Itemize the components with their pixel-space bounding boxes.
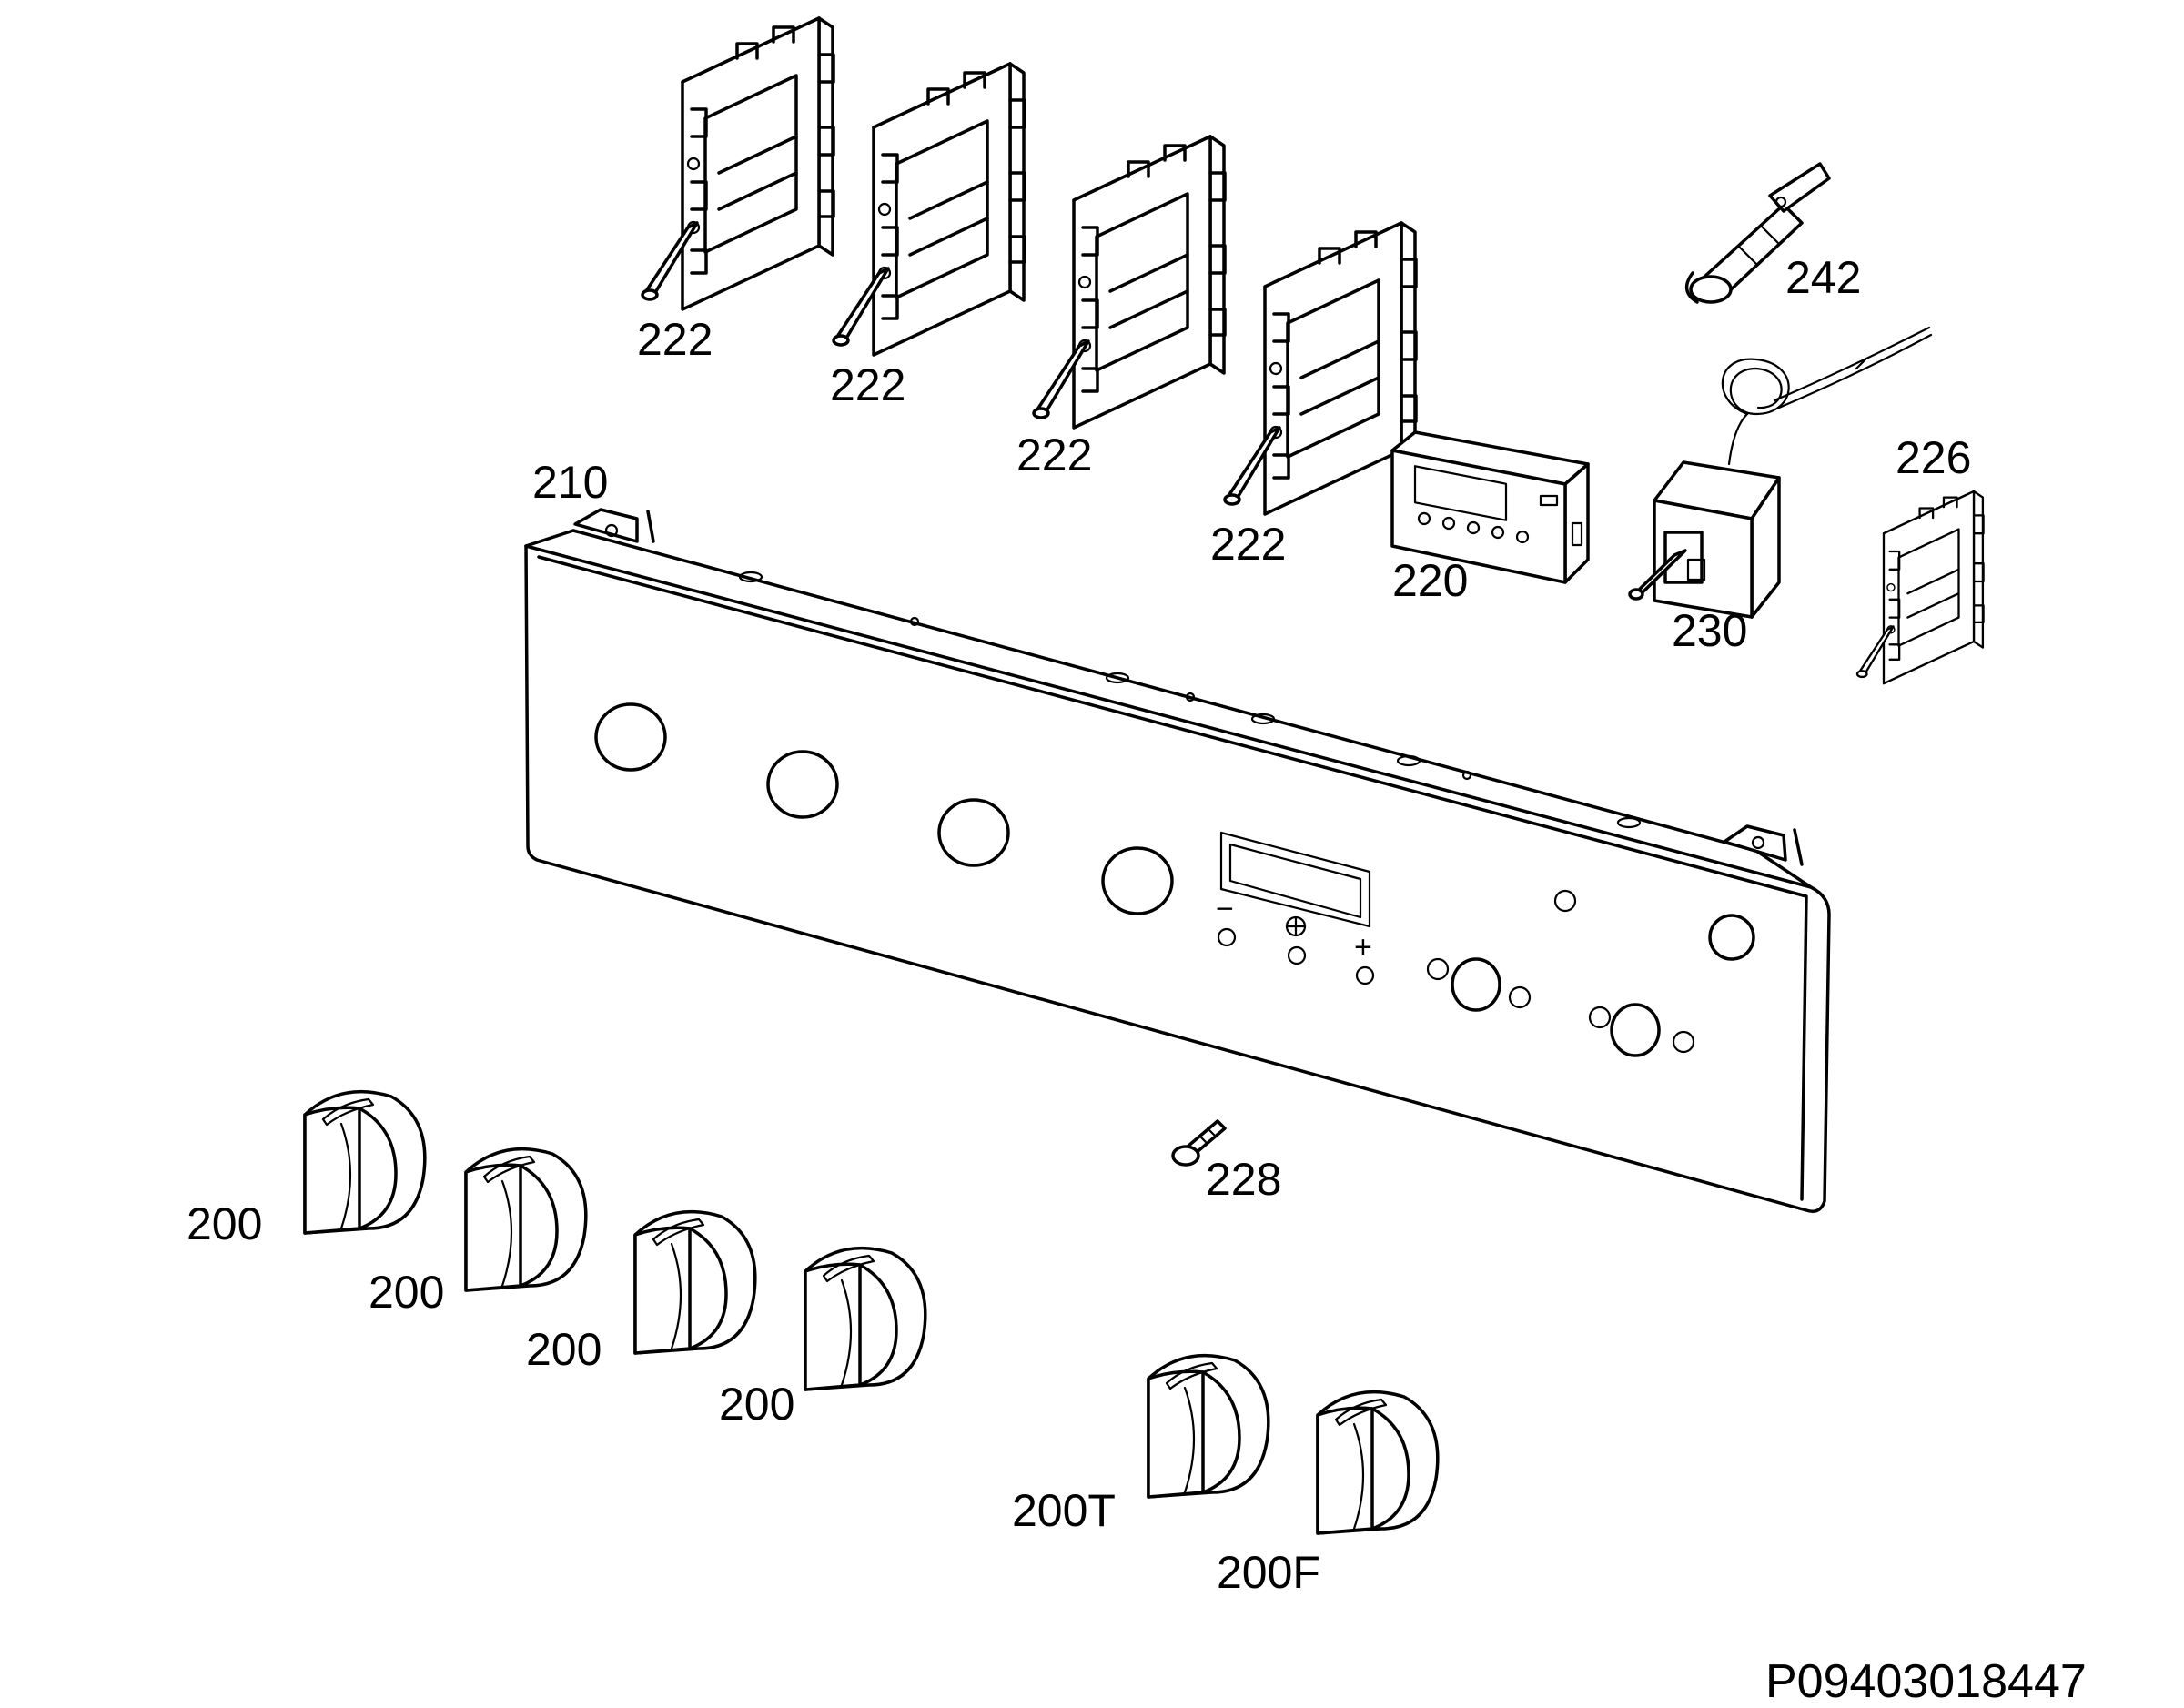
- label-switch-1: 222: [637, 314, 713, 365]
- energy-regulator-switch-1: [641, 16, 835, 311]
- control-knob-1: [303, 1089, 427, 1235]
- panel-minus-symbol: −: [1216, 892, 1234, 926]
- label-thermostat-knob: 200T: [1012, 1485, 1116, 1536]
- thermostat-230: [1628, 326, 1933, 619]
- label-thermocouple: 242: [1785, 252, 1861, 303]
- electronic-timer-220: [1390, 430, 1590, 584]
- document-id: P09403018447: [1765, 1655, 2087, 1708]
- thermostat-knob: [1147, 1353, 1270, 1499]
- label-knob-1: 200: [187, 1198, 262, 1249]
- label-knob-3: 200: [526, 1324, 602, 1375]
- energy-regulator-switch-2: [832, 62, 1026, 357]
- label-knob-4: 200: [719, 1379, 794, 1430]
- energy-regulator-switch-4: [1223, 221, 1418, 516]
- label-switch-4: 222: [1210, 519, 1286, 570]
- label-switch-226: 226: [1896, 432, 1971, 483]
- label-thermostat: 230: [1672, 605, 1747, 656]
- label-knob-2: 200: [369, 1267, 444, 1318]
- control-knob-3: [633, 1209, 757, 1355]
- label-screw: 228: [1206, 1154, 1281, 1205]
- switch-226: [1855, 490, 1985, 685]
- label-function-knob: 200F: [1217, 1547, 1320, 1598]
- panel-plus-symbol: +: [1354, 930, 1372, 965]
- screw-228: [1171, 1119, 1227, 1167]
- control-knob-4: [804, 1246, 927, 1391]
- label-control-panel: 210: [532, 457, 608, 508]
- label-timer: 220: [1392, 555, 1468, 606]
- label-switch-2: 222: [830, 359, 905, 410]
- control-panel-210: − +: [524, 508, 1831, 1213]
- energy-regulator-switch-3: [1032, 135, 1227, 430]
- control-knob-2: [464, 1147, 588, 1292]
- label-switch-3: 222: [1016, 430, 1092, 480]
- function-knob: [1316, 1390, 1440, 1535]
- thermocouple-242: [1684, 162, 1831, 304]
- timer-buttons: [1417, 511, 1530, 544]
